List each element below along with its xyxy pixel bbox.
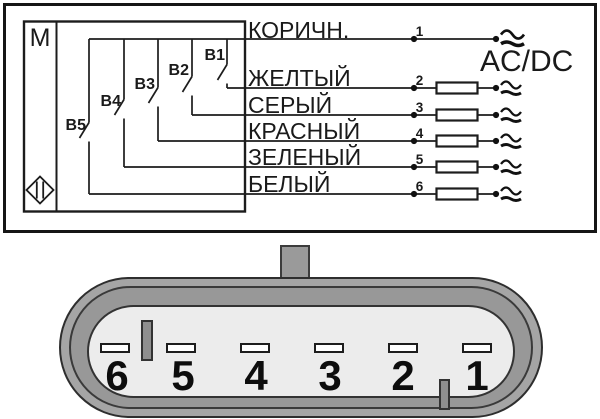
switch-b3 — [147, 39, 159, 141]
terminal-5: 5 — [416, 152, 424, 167]
wire-1-color: КОРИЧН. — [248, 17, 349, 43]
ac-dc-wave-icon-2 — [500, 80, 522, 96]
connector-key-top — [141, 320, 153, 361]
switch-b1 — [216, 39, 228, 88]
terminal-1: 1 — [416, 24, 424, 39]
wire-color-labels: КОРИЧН. ЖЕЛТЫЙ СЕРЫЙ КРАСНЫЙ ЗЕЛЕНЫЙ БЕЛ… — [248, 17, 361, 197]
terminal-numbers: 1 2 3 4 5 6 — [416, 24, 424, 194]
switch-b4 — [113, 39, 125, 167]
proximity-sensor-icon — [25, 175, 55, 205]
wiring-schematic: M B1 B2 B3 B4 B5 — [3, 3, 597, 233]
pin-number-6: 6 — [105, 352, 129, 399]
pin-number-2: 2 — [391, 352, 415, 399]
switch-b2 — [181, 39, 193, 115]
wire-4-color: КРАСНЫЙ — [248, 117, 360, 144]
wire-3-color: СЕРЫЙ — [248, 91, 332, 118]
pin-number-5: 5 — [171, 352, 195, 399]
load-resistors — [435, 81, 479, 201]
pin-slot-5 — [166, 343, 196, 353]
load-resistor-6 — [435, 187, 479, 201]
switch-labels: B1 B2 B3 B4 B5 — [66, 47, 226, 134]
load-resistor-3 — [435, 108, 479, 122]
ac-dc-wave-icon-3 — [500, 107, 522, 123]
switch-b2-label: B2 — [169, 62, 190, 79]
pin-slot-6 — [100, 343, 130, 353]
terminal-dots — [410, 35, 500, 198]
switch-b5-label: B5 — [66, 117, 87, 134]
supply-label: AC/DC — [480, 45, 573, 78]
terminal-3: 3 — [416, 100, 424, 115]
load-resistor-5 — [435, 160, 479, 174]
ac-dc-wave-icon-1 — [499, 29, 526, 48]
pin-number-4: 4 — [244, 352, 268, 399]
sensor-box — [22, 20, 247, 213]
ac-dc-wave-icon-4 — [500, 133, 522, 149]
pin-slot-1 — [462, 343, 492, 353]
ac-dc-wave-icons — [499, 29, 526, 202]
switch-b3-label: B3 — [135, 76, 156, 93]
terminal-6: 6 — [416, 179, 424, 194]
terminal-4: 4 — [416, 126, 424, 141]
ac-dc-wave-icon-5 — [500, 159, 522, 175]
wire-6-color: БЕЛЫЙ — [248, 170, 330, 197]
pin-number-3: 3 — [318, 352, 342, 399]
pin-number-1: 1 — [465, 352, 489, 399]
connector-diagram: 6 5 4 3 2 1 — [0, 240, 600, 419]
wire-2-color: ЖЕЛТЫЙ — [248, 64, 351, 91]
pin-slot-4 — [240, 343, 270, 353]
load-resistor-4 — [435, 134, 479, 148]
switch-b5 — [78, 39, 90, 194]
pin-slot-2 — [388, 343, 418, 353]
switch-b4-label: B4 — [101, 93, 122, 110]
switch-symbols — [78, 39, 228, 194]
motor-label: M — [30, 24, 51, 52]
ac-dc-wave-icon-6 — [500, 186, 522, 202]
wire-5-color: ЗЕЛЕНЫЙ — [248, 143, 361, 170]
pin-slot-3 — [314, 343, 344, 353]
load-resistor-2 — [435, 81, 479, 95]
switch-b1-label: B1 — [205, 47, 226, 64]
terminal-2: 2 — [416, 73, 424, 88]
connector-key-bottom — [439, 379, 450, 410]
